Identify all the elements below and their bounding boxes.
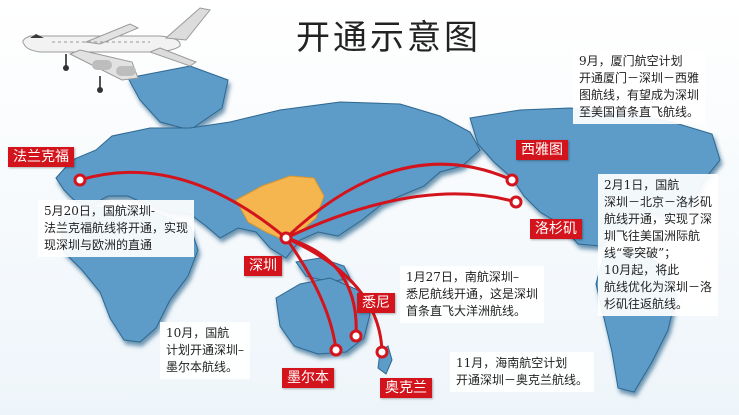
note-melbourne: 10月，国航 计划开通深圳– 墨尔本航线。	[160, 322, 251, 379]
city-label-seattle: 西雅图	[516, 140, 568, 160]
note-los-angeles-line-2: 深圳－北京－洛杉矶	[604, 195, 713, 209]
note-melbourne-line-2: 计划开通深圳–	[166, 343, 245, 357]
route-shenzhen-auckland	[284, 236, 384, 354]
city-label-los-angeles: 洛杉矶	[530, 219, 582, 239]
marker-seattle	[505, 173, 519, 187]
note-seattle-line-4: 至美国首条直飞航线。	[579, 105, 700, 119]
note-los-angeles-line-7: 航线优化为深圳－洛	[604, 280, 713, 294]
airplane-icon	[22, 7, 211, 93]
city-label-shenzhen: 深圳	[244, 256, 282, 276]
note-melbourne-line-1: 10月，国航	[166, 326, 230, 340]
note-los-angeles-line-1: 2月1日，国航	[604, 178, 680, 192]
city-label-frankfurt: 法兰克福	[8, 147, 74, 167]
note-frankfurt-line-1: 5月20日，国航深圳-	[44, 204, 155, 218]
note-seattle: 9月，厦门航空计划 开通厦门－深圳－西雅 图航线，有望成为深圳 至美国首条直飞航…	[573, 50, 706, 124]
city-label-auckland: 奥克兰	[380, 378, 432, 398]
note-los-angeles: 2月1日，国航 深圳－北京－洛杉矶 航线开通，实现了深 圳飞往美国洲际航 线“零…	[598, 174, 719, 316]
page-title: 开通示意图	[296, 18, 481, 58]
greenland	[127, 65, 229, 131]
note-auckland-line-2: 开通深圳－奥克兰航线。	[456, 373, 589, 387]
note-sydney: 1月27日，南航深圳– 悉尼航线开通，这是深圳 首条直飞大洋洲航线。	[400, 266, 545, 323]
southeast-asia-islands	[295, 257, 351, 283]
marker-frankfurt	[73, 173, 87, 187]
note-frankfurt-line-3: 现深圳与欧洲的直通	[44, 238, 153, 252]
note-frankfurt-line-2: 法兰克福航线将开通，实现	[44, 221, 189, 235]
route-endpoint-markers	[73, 173, 523, 359]
marker-auckland	[375, 345, 389, 359]
marker-shenzhen	[279, 231, 293, 245]
flight-routes	[78, 162, 518, 354]
note-sydney-line-3: 首条直飞大洋洲航线。	[406, 304, 527, 318]
marker-sydney	[349, 329, 363, 343]
route-shenzhen-frankfurt	[78, 170, 288, 240]
city-label-sydney: 悉尼	[357, 293, 395, 313]
note-auckland-line-1: 11月，海南航空计划	[456, 356, 568, 370]
route-shenzhen-melbourne	[284, 236, 338, 352]
note-seattle-line-2: 开通厦门－深圳－西雅	[579, 71, 700, 85]
note-melbourne-line-3: 墨尔本航线。	[166, 360, 239, 374]
australia	[275, 277, 371, 355]
note-los-angeles-line-8: 杉矶往返航线。	[604, 297, 689, 311]
note-sydney-line-2: 悉尼航线开通，这是深圳	[406, 287, 539, 301]
note-auckland: 11月，海南航空计划 开通深圳－奥克兰航线。	[450, 352, 595, 392]
note-frankfurt: 5月20日，国航深圳- 法兰克福航线将开通，实现 现深圳与欧洲的直通	[38, 200, 195, 257]
note-los-angeles-line-6: 10月起，将此	[604, 263, 680, 277]
route-shenzhen-seattle	[284, 162, 514, 240]
note-los-angeles-line-4: 圳飞往美国洲际航	[604, 229, 701, 243]
note-seattle-line-3: 图航线，有望成为深圳	[579, 88, 700, 102]
route-shenzhen-los-angeles	[284, 192, 518, 240]
marker-melbourne	[329, 343, 343, 357]
route-shenzhen-sydney	[284, 236, 358, 338]
note-sydney-line-1: 1月27日，南航深圳–	[406, 270, 519, 284]
city-label-melbourne: 墨尔本	[282, 368, 334, 388]
note-los-angeles-line-5: 线“零突破”；	[604, 246, 677, 260]
marker-los-angeles	[509, 195, 523, 209]
note-seattle-line-1: 9月，厦门航空计划	[579, 54, 683, 68]
note-los-angeles-line-3: 航线开通，实现了深	[604, 212, 713, 226]
